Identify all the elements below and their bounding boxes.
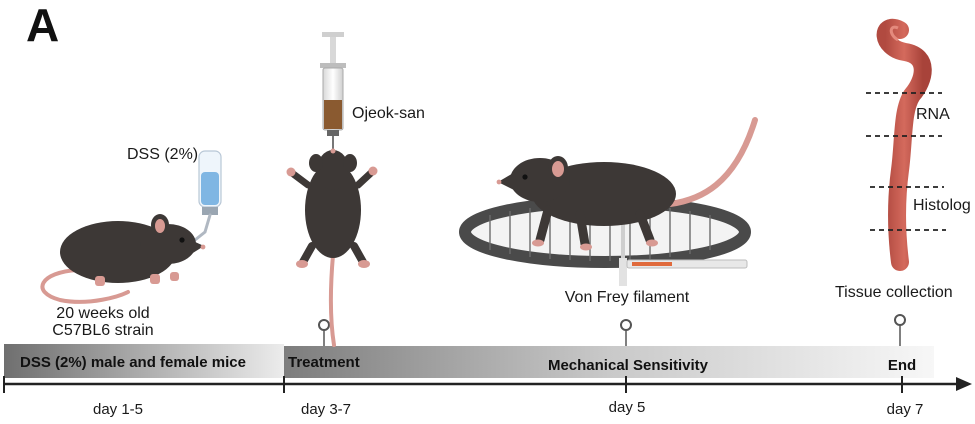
mouse-topview-icon [286, 148, 378, 347]
phase-band-treatment-to-end [284, 346, 934, 378]
pin-end-icon [894, 314, 906, 346]
rna-label: RNA [916, 106, 950, 123]
mouse-strain-label: C57BL6 strain [52, 322, 154, 339]
syringe-icon [320, 32, 346, 150]
filament-label: Von Frey filament [564, 289, 690, 306]
tissue-collection-label: Tissue collection [835, 284, 953, 301]
day-label-3-7: day 3-7 [300, 401, 352, 418]
phase-label-treatment: Treatment [288, 354, 360, 371]
phase-label-dss: DSS (2%) male and female mice [20, 354, 246, 371]
pin-mechanical-icon [620, 319, 632, 346]
timeline-axis [3, 376, 972, 393]
panel-label: A [26, 0, 60, 51]
mouse-age-label: 20 weeks old [56, 305, 150, 322]
mouse-drinking-icon [40, 214, 206, 304]
phase-band-dss [4, 344, 284, 378]
day-label-1-5: day 1-5 [92, 401, 144, 418]
phase-label-end: End [887, 357, 917, 374]
colon-tissue-icon [876, 19, 932, 271]
mouse-walking-icon [496, 117, 758, 251]
dss-bottle-icon [193, 150, 222, 242]
drug-label: Ojeok-san [352, 105, 425, 122]
arrow-head-icon [956, 377, 972, 391]
day-label-7: day 7 [886, 401, 924, 418]
section-cut-lines [866, 92, 946, 231]
dss-bottle-label: DSS (2%) [127, 146, 199, 163]
phase-label-mechanical: Mechanical Sensitivity [547, 357, 709, 374]
day-label-5: day 5 [608, 399, 646, 416]
histology-label: Histolog [913, 197, 971, 214]
pin-treatment-icon [318, 319, 330, 346]
